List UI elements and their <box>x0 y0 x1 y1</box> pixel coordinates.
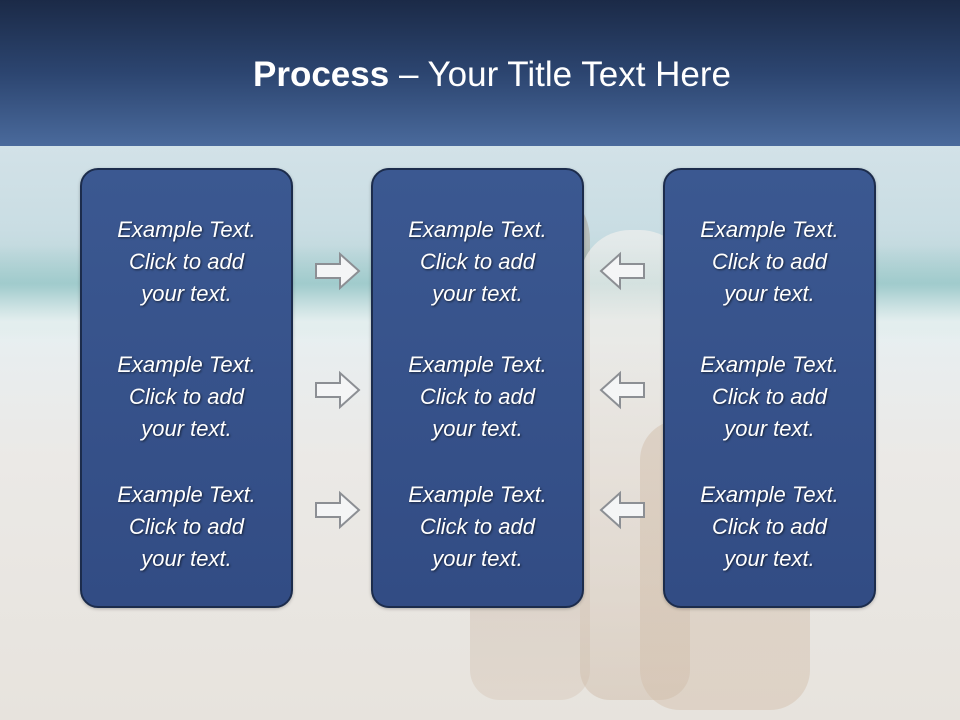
text-placeholder[interactable]: Example Text. Click to add your text. <box>665 214 874 310</box>
text-placeholder[interactable]: Example Text. Click to add your text. <box>82 479 291 575</box>
arrow-left-icon[interactable] <box>598 490 646 530</box>
process-box-left[interactable]: Example Text. Click to add your text. Ex… <box>80 168 293 608</box>
text-line: your text. <box>432 416 523 441</box>
text-line: Example Text. <box>700 482 839 507</box>
text-line: Example Text. <box>700 217 839 242</box>
slide-title-rest: – Your Title Text Here <box>389 55 731 94</box>
slide-title[interactable]: Process – Your Title Text Here <box>0 52 960 98</box>
text-line: Click to add <box>420 384 535 409</box>
text-line: your text. <box>724 281 815 306</box>
text-line: your text. <box>141 416 232 441</box>
text-placeholder[interactable]: Example Text. Click to add your text. <box>373 214 582 310</box>
text-placeholder[interactable]: Example Text. Click to add your text. <box>373 479 582 575</box>
process-box-center[interactable]: Example Text. Click to add your text. Ex… <box>371 168 584 608</box>
text-line: your text. <box>432 281 523 306</box>
text-line: your text. <box>724 546 815 571</box>
title-bar: Process – Your Title Text Here <box>0 0 960 146</box>
text-line: Example Text. <box>117 217 256 242</box>
arrow-left-icon[interactable] <box>598 251 646 291</box>
text-line: Example Text. <box>700 352 839 377</box>
text-line: Click to add <box>712 514 827 539</box>
slide-title-bold: Process <box>253 55 390 94</box>
text-line: Click to add <box>420 514 535 539</box>
arrow-right-icon[interactable] <box>314 490 362 530</box>
arrow-right-icon[interactable] <box>314 251 362 291</box>
text-line: your text. <box>141 281 232 306</box>
text-placeholder[interactable]: Example Text. Click to add your text. <box>373 349 582 445</box>
text-line: Example Text. <box>408 482 547 507</box>
text-line: Click to add <box>712 384 827 409</box>
text-line: Example Text. <box>408 217 547 242</box>
text-line: Click to add <box>129 249 244 274</box>
text-line: Click to add <box>129 514 244 539</box>
text-line: Click to add <box>712 249 827 274</box>
text-placeholder[interactable]: Example Text. Click to add your text. <box>665 349 874 445</box>
arrow-left-icon[interactable] <box>598 370 646 410</box>
text-placeholder[interactable]: Example Text. Click to add your text. <box>82 349 291 445</box>
text-line: Example Text. <box>117 352 256 377</box>
arrow-right-icon[interactable] <box>314 370 362 410</box>
text-placeholder[interactable]: Example Text. Click to add your text. <box>82 214 291 310</box>
text-line: Example Text. <box>117 482 256 507</box>
process-box-right[interactable]: Example Text. Click to add your text. Ex… <box>663 168 876 608</box>
text-placeholder[interactable]: Example Text. Click to add your text. <box>665 479 874 575</box>
text-line: Click to add <box>420 249 535 274</box>
text-line: your text. <box>432 546 523 571</box>
text-line: your text. <box>141 546 232 571</box>
text-line: your text. <box>724 416 815 441</box>
text-line: Click to add <box>129 384 244 409</box>
text-line: Example Text. <box>408 352 547 377</box>
